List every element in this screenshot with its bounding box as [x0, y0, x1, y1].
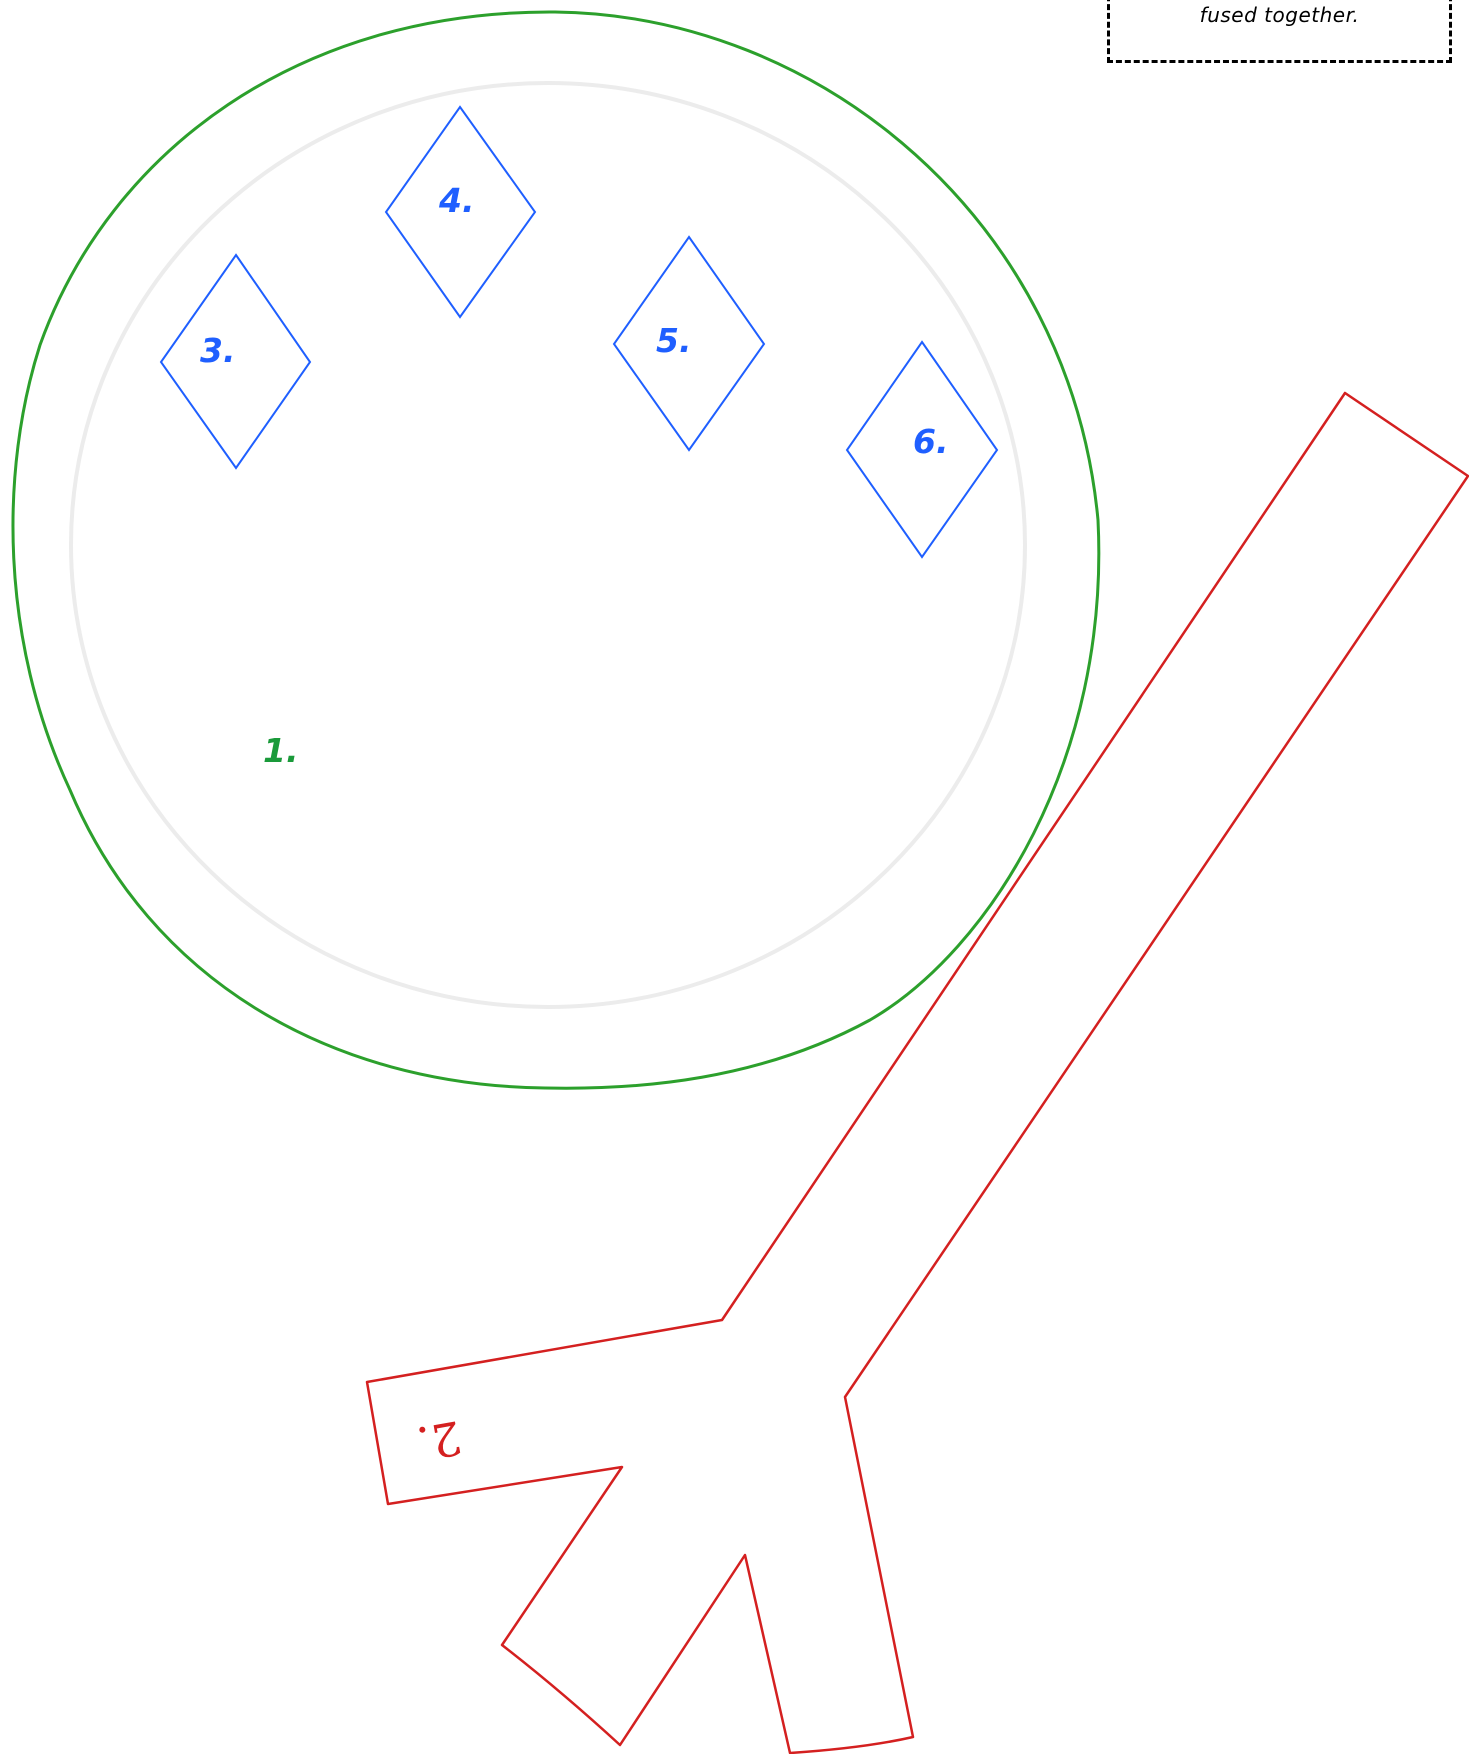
stem-part-2	[367, 393, 1468, 1753]
note-box: fused together.	[1107, 0, 1452, 63]
note-text: fused together.	[1110, 3, 1449, 27]
circle-part-1	[13, 12, 1099, 1088]
label-part-1: 1.	[263, 731, 299, 770]
label-part-3: 3.	[200, 331, 236, 370]
inner-guide-circle	[71, 83, 1025, 1007]
diamond-part-3	[161, 255, 310, 468]
label-part-2: 2.	[413, 1410, 466, 1471]
label-part-4: 4.	[438, 181, 475, 220]
label-part-6: 6.	[913, 422, 949, 461]
label-part-5: 5.	[656, 321, 692, 360]
